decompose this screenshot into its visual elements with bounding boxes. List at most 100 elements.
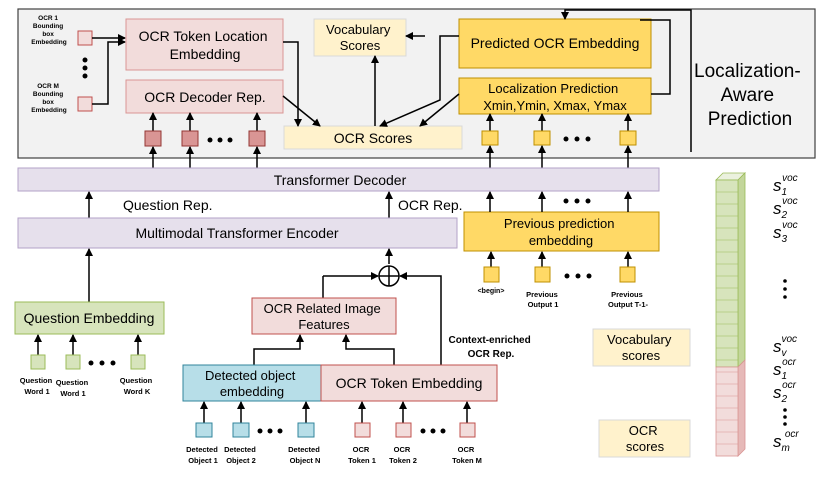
ocr1-bbox-node: [77, 30, 93, 46]
vertical-ellipsis: [82, 57, 88, 63]
ellipsis-dot: [585, 136, 591, 142]
arrow: [342, 334, 395, 365]
ellipsis-dot: [586, 273, 592, 279]
detected-object-node: [232, 422, 250, 438]
arrow: [283, 41, 302, 127]
prev-input-node: [483, 266, 500, 283]
detected-object-1-label: Detected Object 1: [186, 445, 220, 465]
score-symbol-s1-voc: s1voc: [773, 173, 798, 198]
prev-input-node: [534, 266, 551, 283]
predicted-ocr-embedding-box: [458, 18, 652, 69]
question-word-2-label: Question Word 1: [56, 378, 91, 398]
ellipsis-dot: [574, 136, 580, 142]
vocabulary-scores-box: [313, 18, 407, 57]
score-symbol-s2-ocr: s2ocr: [773, 380, 797, 405]
ocr-token-location-embedding-box: [125, 18, 284, 71]
ocr-scores-legend-label: OCR scores: [626, 423, 665, 454]
ellipsis-dot: [277, 428, 283, 434]
ellipsis-dot: [217, 137, 223, 143]
vertical-ellipsis: [82, 73, 88, 79]
score-gridlines: [716, 191, 738, 445]
ocr-token-embedding-box: [320, 364, 498, 402]
context-enriched-label: Context-enriched OCR Rep.: [448, 335, 533, 360]
ellipsis-dot: [563, 136, 569, 142]
localization-prediction-box: [458, 77, 652, 115]
score-column-side-voc: [737, 172, 746, 368]
vertical-ellipsis: [783, 295, 787, 299]
score-column: [715, 172, 746, 457]
previous-prediction-embedding-box: [463, 211, 660, 252]
ocr-decoder-rep-box: [125, 79, 284, 114]
score-column-side-ocr: [737, 359, 746, 457]
ocrm-bbox-node: [77, 96, 93, 112]
question-rep-label: Question Rep.: [123, 197, 213, 213]
score-symbol-s3-voc: s3voc: [773, 220, 798, 245]
arrow: [561, 9, 692, 152]
question-word-node: [130, 354, 146, 370]
score-symbol-s2-voc: s2voc: [773, 196, 798, 221]
detected-object-node: [297, 422, 315, 438]
ellipsis-dot: [563, 198, 569, 204]
ocr-rep-label: OCR Rep.: [398, 197, 463, 213]
ellipsis-dot: [267, 428, 273, 434]
panel-title: Localization- Aware Prediction: [694, 61, 806, 130]
ellipsis-dot: [99, 360, 105, 366]
decoder-ocr-output-node: [181, 130, 199, 147]
vertical-ellipsis: [783, 415, 787, 419]
arrow: [92, 38, 126, 105]
arrow: [282, 95, 321, 127]
vertical-ellipsis: [783, 279, 787, 283]
detected-object-n-label: Detected Object N: [288, 445, 322, 465]
ellipsis-dot: [440, 428, 446, 434]
vocabulary-scores-label: Vocabulary Scores: [326, 22, 394, 53]
transformer-decoder-box: [17, 167, 660, 192]
ellipsis-dot: [574, 198, 580, 204]
decoder-prev-output-node: [619, 130, 637, 146]
question-embedding-label: Question Embedding: [24, 310, 155, 326]
detected-object-2-label: Detected Object 2: [224, 445, 258, 465]
arrow: [419, 93, 460, 127]
decoder-ocr-output-node: [144, 130, 162, 147]
multimodal-transformer-encoder-label: Multimodal Transformer Encoder: [135, 225, 338, 241]
decoder-ocr-output-node: [248, 130, 266, 147]
score-column-voc: [715, 179, 739, 368]
decoder-prev-output-node: [481, 130, 499, 146]
ellipsis-dot: [420, 428, 426, 434]
vertical-ellipsis: [783, 287, 787, 291]
ocr-scores-box: [283, 125, 463, 150]
ellipsis-dot: [575, 273, 581, 279]
ocr-decoder-rep-label: OCR Decoder Rep.: [144, 89, 265, 105]
vertical-ellipsis: [783, 422, 787, 426]
ellipsis-dot: [257, 428, 263, 434]
ellipsis-dot: [88, 360, 94, 366]
transformer-decoder-label: Transformer Decoder: [274, 172, 407, 188]
localization-prediction-label: Localization Prediction Xmin,Ymin, Xmax,…: [483, 81, 627, 113]
vocabulary-scores-legend: [592, 328, 691, 367]
ellipsis-dot: [227, 137, 233, 143]
vocabulary-scores-legend-label: Vocabulary scores: [607, 332, 675, 363]
detected-object-embedding-box: [182, 364, 322, 402]
decoder-prev-output-node: [533, 130, 551, 146]
vertical-ellipsis: [82, 65, 88, 71]
multimodal-transformer-encoder-box: [17, 217, 458, 249]
ocr-token-node: [395, 422, 412, 438]
ocr-token-node: [354, 422, 371, 438]
detected-object-node: [195, 422, 213, 438]
ocr-token-2-label: OCR Token 2: [389, 445, 417, 465]
ocrm-bbox-label: OCR M Bounding box Embedding: [31, 83, 66, 114]
ocr-token-location-embedding-label: OCR Token Location Embedding: [139, 28, 272, 62]
ellipsis-dot: [207, 137, 213, 143]
question-word-node: [65, 354, 81, 370]
predicted-ocr-embedding-label: Predicted OCR Embedding: [471, 35, 640, 51]
ocr-related-image-features-box: [251, 297, 397, 335]
ellipsis-dot: [564, 273, 570, 279]
prev-output-t-label: Previous Output T-1-: [608, 290, 648, 309]
ellipsis-dot: [585, 198, 591, 204]
vertical-ellipsis: [783, 408, 787, 412]
question-embedding-box: [14, 301, 165, 335]
ocr-token-node: [459, 422, 476, 438]
previous-prediction-embedding-label: Previous prediction embedding: [504, 216, 618, 248]
ocr1-bbox-label: OCR 1 Bounding box Embedding: [31, 15, 66, 46]
ocr-token-embedding-label: OCR Token Embedding: [336, 375, 483, 391]
question-word-k-label: Question Word K: [120, 376, 155, 396]
